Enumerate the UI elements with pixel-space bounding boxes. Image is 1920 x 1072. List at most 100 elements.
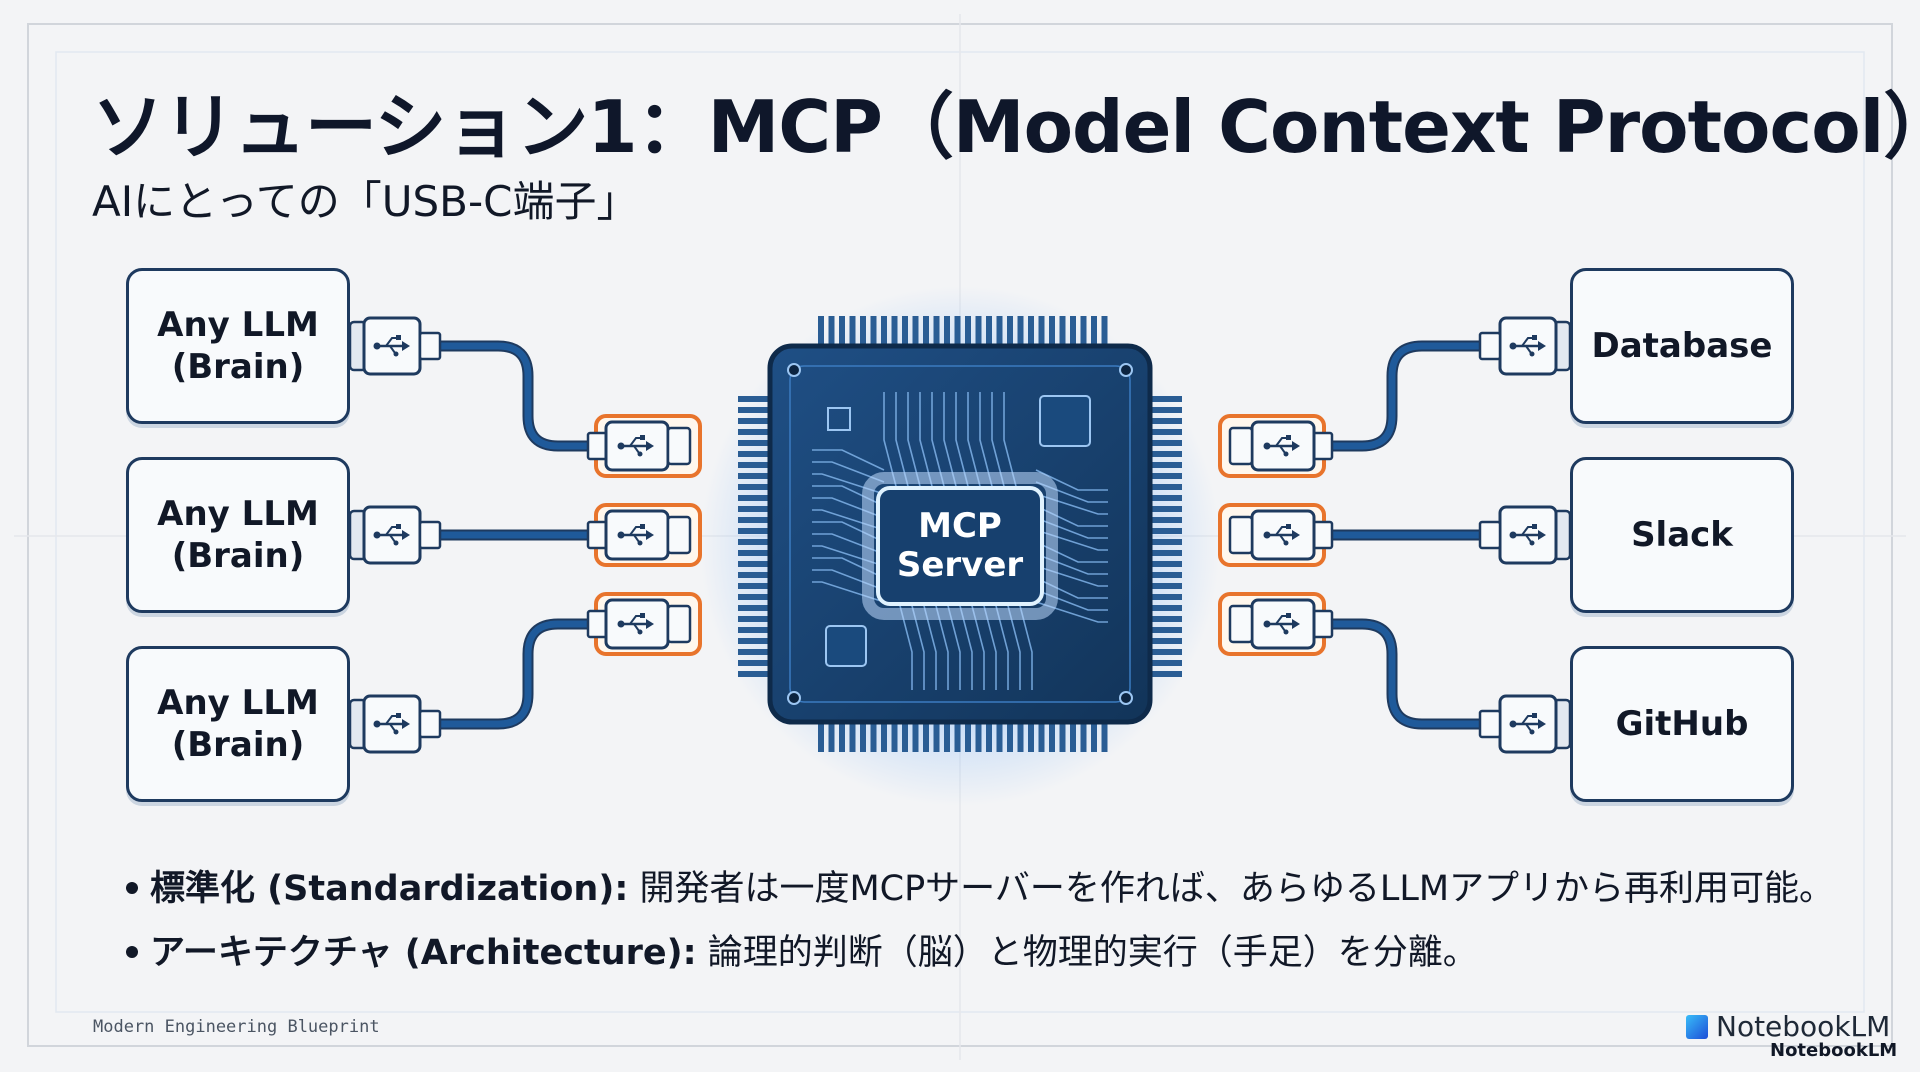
chip-pin-right (1148, 605, 1182, 611)
orange-usb-port (1218, 414, 1334, 478)
page-subtitle: AIにとっての「USB-C端子」 (92, 177, 639, 226)
usb-icon-branch (389, 345, 396, 354)
plug-tip (418, 520, 442, 550)
usb-icon-branch (1279, 445, 1286, 454)
usb-icon-branch (633, 534, 640, 543)
chip-pin-right (1148, 583, 1182, 589)
chip-pin-top (954, 316, 961, 346)
usb-icon-arrow (1292, 530, 1300, 540)
chip-pin-left (738, 550, 772, 556)
chip-pin-right (1148, 550, 1182, 556)
usb-icon-dot (373, 342, 381, 350)
usb-icon-dot (637, 451, 643, 457)
usb-icon-branch (1525, 534, 1532, 543)
chip-pin-bottom (828, 722, 835, 752)
chip-pin-bottom (891, 722, 898, 752)
usb-icon-arrow (1538, 719, 1546, 729)
usb-icon (373, 713, 410, 735)
usb-icon-dot (1529, 540, 1535, 546)
plug-end (666, 515, 692, 555)
chip-pin-left (738, 517, 772, 523)
chip-pin-top (870, 316, 877, 346)
usb-icon-dot (1263, 620, 1271, 628)
chip-pin-right (1148, 572, 1182, 578)
chip-pin-right (1148, 418, 1182, 424)
llm-box-2: Any LLM (Brain) (126, 457, 350, 613)
tool-box-database: Database (1570, 268, 1794, 424)
usb-icon-branch (389, 723, 396, 732)
plug-layer (348, 316, 1572, 754)
chip-pin-left (738, 539, 772, 545)
bullet-standardization: 標準化 (Standardization): 開発者は一度MCPサーバーを作れば… (125, 860, 1835, 924)
bullet-list: 標準化 (Standardization): 開発者は一度MCPサーバーを作れば… (125, 860, 1835, 988)
plug-end (1228, 515, 1254, 555)
usb-icon-square (1532, 713, 1537, 718)
usb-icon-branch (629, 526, 641, 536)
chip-pin-bottom (860, 722, 866, 752)
usb-icon-branch (633, 445, 640, 454)
bullet-term: アーキテクチャ (Architecture): (150, 933, 697, 973)
wire-layer (434, 340, 1486, 730)
usb-icon-branch (1521, 715, 1533, 725)
plug-end (1228, 604, 1254, 644)
usb-icon (1263, 435, 1300, 457)
orange-usb-port (1218, 503, 1334, 567)
plug-tip (418, 709, 442, 739)
chip-pin-left (738, 638, 772, 644)
chip-pin-left (738, 440, 772, 446)
orange-usb-port (586, 503, 702, 567)
usb-icon-arrow (1538, 341, 1546, 351)
chip-pin-top (996, 316, 1003, 346)
chip-pin-top (1028, 316, 1034, 346)
chip-pin-top (1059, 316, 1066, 346)
usb-icon-arrow (646, 530, 654, 540)
chip-pin-bottom (986, 722, 992, 752)
usb-icon-dot (1283, 540, 1289, 546)
bullet-text: 開発者は一度MCPサーバーを作れば、あらゆるLLMアプリから再利用可能。 (628, 869, 1835, 909)
usb-icon-square (1286, 524, 1291, 529)
usb-icon (1263, 524, 1300, 546)
chip-pin-left (738, 462, 772, 468)
chip-pin-left (738, 473, 772, 479)
chip-pin-top (839, 316, 845, 346)
chip-pin-top (1101, 316, 1108, 346)
chip-pin-top (902, 316, 908, 346)
usb-icon-dot (617, 620, 625, 628)
chip-pin-right (1148, 495, 1182, 501)
chip-pin-bottom (933, 722, 940, 752)
chip-pin-left (738, 396, 772, 402)
usb-icon-square (1532, 524, 1537, 529)
chip-pin-bottom (1017, 722, 1024, 752)
plug-end (666, 426, 692, 466)
chip-pin-top (881, 316, 887, 346)
usb-icon-dot (617, 531, 625, 539)
bullet-text: 論理的判断（脳）と物理的実行（手足）を分離。 (696, 933, 1478, 973)
chip-pin-bottom (839, 722, 845, 752)
usb-icon-square (640, 613, 645, 618)
chip-pin-top (1080, 316, 1087, 346)
cable (436, 342, 594, 450)
usb-icon (1263, 613, 1300, 635)
box-usb-plug (1478, 694, 1572, 754)
chip-pin-left (738, 429, 772, 435)
usb-icon-square (396, 335, 401, 340)
cable-outline (434, 618, 596, 730)
chip-pin-right (1148, 440, 1182, 446)
chip-pin-top (975, 316, 982, 346)
usb-icon-square (396, 713, 401, 718)
usb-icon-dot (1283, 451, 1289, 457)
chip-pin-right (1148, 660, 1182, 666)
chip-component (825, 625, 867, 667)
usb-icon-square (1286, 613, 1291, 618)
chip-pin-right (1148, 539, 1182, 545)
chip-pin-bottom (881, 722, 887, 752)
cable (1326, 620, 1484, 728)
usb-icon (1509, 713, 1546, 735)
chip-pin-bottom (870, 722, 877, 752)
chip-pin-bottom (902, 722, 908, 752)
usb-icon-arrow (646, 441, 654, 451)
orange-usb-port (1218, 592, 1334, 656)
chip-pin-left (738, 506, 772, 512)
usb-icon-dot (1529, 351, 1535, 357)
chip-pin-left (738, 451, 772, 457)
